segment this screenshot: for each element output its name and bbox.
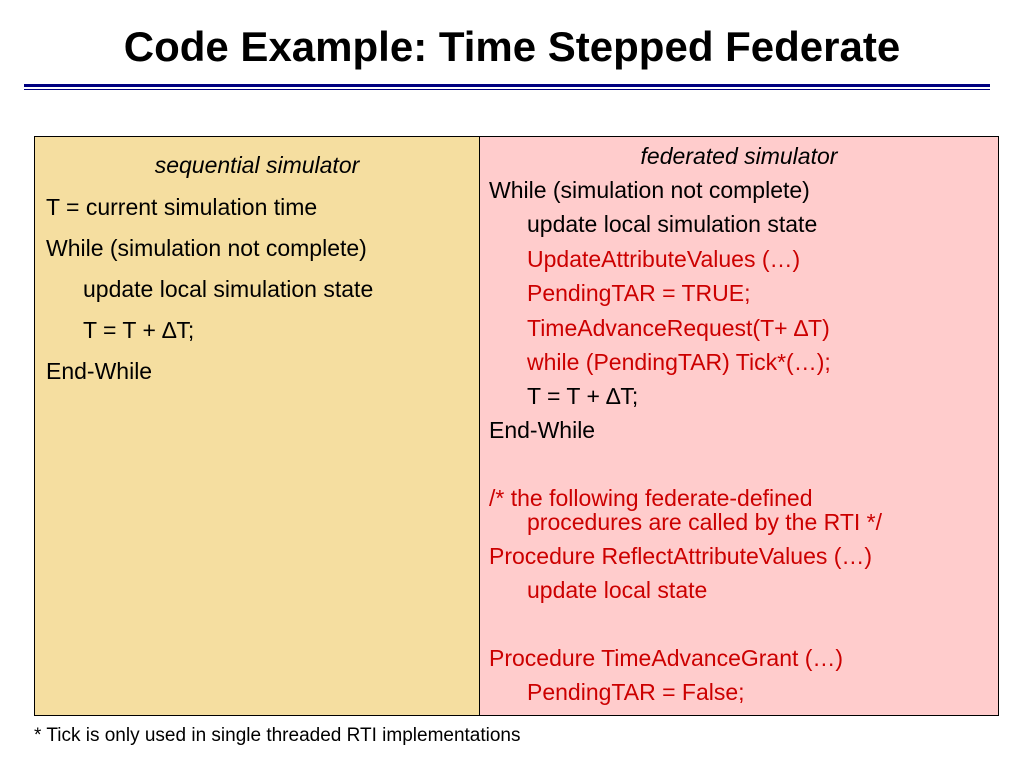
title-rule-thin [24, 89, 990, 90]
code-line: Procedure TimeAdvanceGrant (…) [489, 645, 844, 671]
code-line: Procedure ReflectAttributeValues (…) [489, 543, 873, 569]
footnote: * Tick is only used in single threaded R… [34, 725, 521, 746]
code-line: T = T + ∆T; [527, 383, 639, 409]
code-line: PendingTAR = TRUE; [527, 280, 751, 306]
code-line: T = current simulation time [46, 194, 318, 220]
title-rule [24, 84, 990, 87]
code-line: UpdateAttributeValues (…) [527, 246, 801, 272]
code-line: While (simulation not complete) [489, 177, 810, 203]
code-line: End-While [489, 417, 596, 443]
code-line: update local simulation state [527, 211, 818, 237]
slide-title: Code Example: Time Stepped Federate [123, 23, 901, 70]
federated-simulator-panel: federated simulator While (simulation no… [479, 136, 999, 716]
code-line: update local state [527, 577, 708, 603]
code-line: T = T + ∆T; [83, 317, 195, 343]
federated-heading: federated simulator [640, 143, 838, 169]
code-line: While (simulation not complete) [46, 235, 367, 261]
code-line: PendingTAR = False; [527, 679, 745, 705]
sequential-heading: sequential simulator [154, 152, 360, 178]
code-line: update local simulation state [83, 276, 374, 302]
sequential-simulator-panel: sequential simulator T = current simulat… [34, 136, 480, 716]
code-line: procedures are called by the RTI */ [527, 509, 882, 535]
code-line: /* the following federate-defined [489, 485, 813, 511]
code-line: while (PendingTAR) Tick*(…); [527, 349, 831, 375]
code-line: End-While [46, 358, 153, 384]
code-line: TimeAdvanceRequest(T+ ∆T) [527, 315, 830, 341]
